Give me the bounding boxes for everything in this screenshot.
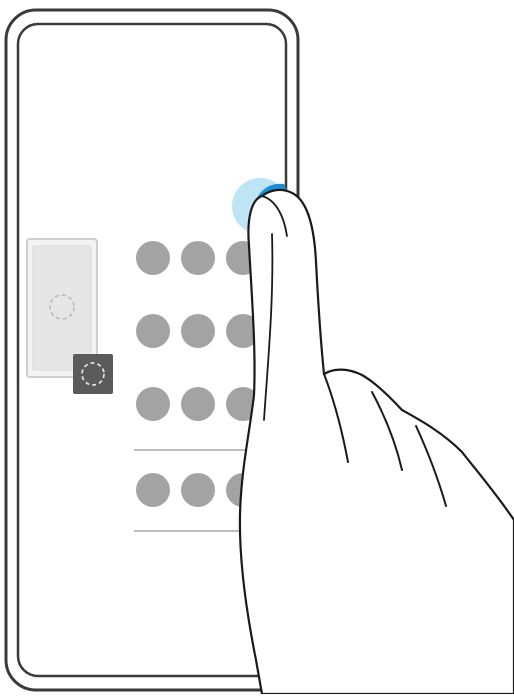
app-dot[interactable] bbox=[136, 473, 170, 507]
hand-silhouette bbox=[240, 190, 514, 694]
app-dot[interactable] bbox=[136, 314, 170, 348]
dark-tile bbox=[73, 354, 113, 394]
app-window-inner bbox=[33, 246, 91, 370]
app-dot[interactable] bbox=[136, 241, 170, 275]
app-dot[interactable] bbox=[181, 241, 215, 275]
screenshot-tile-icon[interactable] bbox=[73, 354, 113, 394]
app-dot[interactable] bbox=[136, 387, 170, 421]
app-dot[interactable] bbox=[181, 387, 215, 421]
app-dot[interactable] bbox=[181, 473, 215, 507]
app-dot[interactable] bbox=[181, 314, 215, 348]
hand-finger-icon bbox=[240, 190, 514, 694]
